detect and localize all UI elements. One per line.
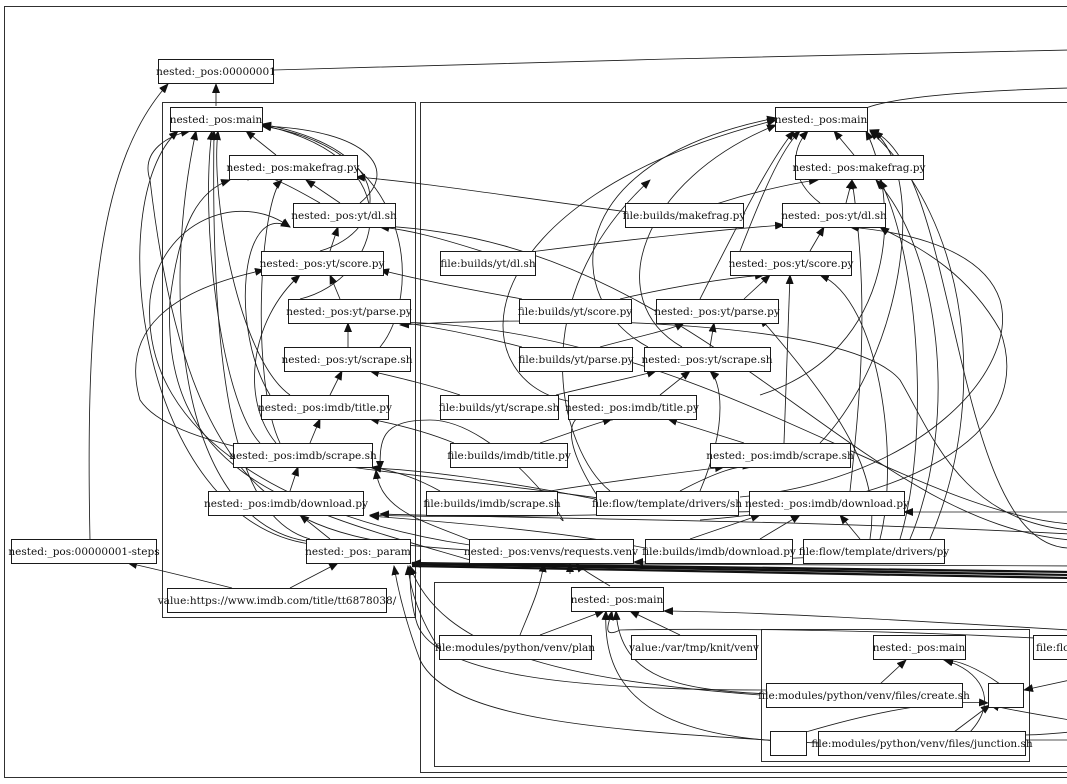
node-empty-2[interactable] <box>770 731 807 756</box>
node-file-imdb-download[interactable]: file:builds/imdb/download.py <box>642 539 796 564</box>
node-file-makefrag[interactable]: file:builds/makefrag.py <box>623 203 746 228</box>
node-left-main[interactable]: nested:_pos:main <box>170 107 263 132</box>
cluster-venv <box>434 582 1067 767</box>
outer-frame <box>4 6 1067 778</box>
node-label: nested:_pos:main <box>170 114 263 126</box>
node-label: nested:_pos:yt/score.py <box>729 258 854 270</box>
node-left-imdb-scrape[interactable]: nested:_pos:imdb/scrape.sh <box>229 443 377 468</box>
node-label: nested:_pos:main <box>571 594 664 606</box>
node-param[interactable]: nested:_pos:_param <box>305 539 411 564</box>
node-right-main[interactable]: nested:_pos:main <box>775 107 868 132</box>
node-top-root[interactable]: nested:_pos:00000001 <box>156 59 276 84</box>
node-label: nested:_pos:yt/dl.sh <box>291 210 397 222</box>
node-label: file:builds/yt/dl.sh <box>440 258 535 270</box>
node-right-yt-dl[interactable]: nested:_pos:yt/dl.sh <box>781 203 887 228</box>
cluster-venv-inner <box>761 629 1030 762</box>
node-right-imdb-title[interactable]: nested:_pos:imdb/title.py <box>565 395 699 420</box>
node-label: nested:_pos:main <box>775 114 868 126</box>
node-file-yt-dl[interactable]: file:builds/yt/dl.sh <box>440 251 536 276</box>
node-right-imdb-download[interactable]: nested:_pos:imdb/download.py <box>745 491 909 516</box>
node-left-yt-scrape[interactable]: nested:_pos:yt/scrape.sh <box>282 347 413 372</box>
node-file-create[interactable]: file:modules/python/venv/files/create.sh <box>758 683 970 708</box>
node-file-yt-scrape[interactable]: file:builds/yt/scrape.sh <box>439 395 560 420</box>
node-left-makefrag[interactable]: nested:_pos:makefrag.py <box>227 155 360 180</box>
node-venv-main[interactable]: nested:_pos:main <box>571 587 664 612</box>
node-file-template-py[interactable]: file:flow/template/drivers/py <box>799 539 950 564</box>
node-label: nested:_pos:imdb/download.py <box>204 498 368 510</box>
node-label: nested:_pos:yt/parse.py <box>286 306 412 318</box>
node-right-imdb-scrape[interactable]: nested:_pos:imdb/scrape.sh <box>706 443 854 468</box>
node-label: value:/var/tmp/knit/venv <box>628 642 759 654</box>
node-value-url[interactable]: value:https://www.imdb.com/title/tt68780… <box>157 588 397 613</box>
node-label: nested:_pos:imdb/scrape.sh <box>229 450 377 462</box>
node-label: nested:_pos:main <box>873 642 966 654</box>
node-label: nested:_pos:imdb/title.py <box>258 402 392 414</box>
node-label: nested:_pos:imdb/scrape.sh <box>706 450 854 462</box>
node-label: nested:_pos:makefrag.py <box>793 162 926 174</box>
node-label: file:flow/template/drivers/py <box>799 546 950 558</box>
node-label: nested:_pos:imdb/title.py <box>565 402 699 414</box>
node-label: file:builds/yt/score.py <box>518 306 633 318</box>
node-label: file:builds/imdb/download.py <box>642 546 796 558</box>
node-left-yt-dl[interactable]: nested:_pos:yt/dl.sh <box>291 203 397 228</box>
node-label: file:modules/python/venv/files/create.sh <box>758 690 970 702</box>
node-label: nested:_pos:yt/scrape.sh <box>282 354 413 366</box>
node-label: file:modules/python/venv/plan <box>435 642 595 654</box>
node-left-imdb-title[interactable]: nested:_pos:imdb/title.py <box>258 395 392 420</box>
node-label: file:builds/yt/scrape.sh <box>439 402 560 414</box>
node-file-flow-cut[interactable]: file:flo <box>1033 635 1067 660</box>
node-label: file:flow/template/drivers/sh <box>592 498 742 510</box>
node-left-yt-parse[interactable]: nested:_pos:yt/parse.py <box>286 299 412 324</box>
node-file-yt-score[interactable]: file:builds/yt/score.py <box>518 299 633 324</box>
node-label: nested:_pos:00000001 <box>156 66 276 78</box>
node-label: nested:_pos:00000001-steps <box>8 546 159 558</box>
node-right-yt-parse[interactable]: nested:_pos:yt/parse.py <box>654 299 780 324</box>
node-left-yt-score[interactable]: nested:_pos:yt/score.py <box>260 251 385 276</box>
node-empty-1[interactable] <box>988 683 1024 708</box>
node-file-template-sh[interactable]: file:flow/template/drivers/sh <box>592 491 742 516</box>
node-label: file:builds/imdb/scrape.sh <box>423 498 560 510</box>
node-label: nested:_pos:yt/scrape.sh <box>642 354 773 366</box>
cluster-left <box>162 102 416 618</box>
node-label: nested:_pos:_param <box>305 546 411 558</box>
node-right-yt-score[interactable]: nested:_pos:yt/score.py <box>729 251 854 276</box>
node-label: file:builds/makefrag.py <box>623 210 746 222</box>
node-label: nested:_pos:venvs/requests.venv <box>464 546 638 558</box>
cluster-right <box>420 102 1067 773</box>
node-inner-main[interactable]: nested:_pos:main <box>873 635 966 660</box>
node-label: nested:_pos:imdb/download.py <box>745 498 909 510</box>
node-file-junction[interactable]: file:modules/python/venv/files/junction.… <box>811 731 1033 756</box>
node-venv[interactable]: nested:_pos:venvs/requests.venv <box>464 539 638 564</box>
node-label: nested:_pos:makefrag.py <box>227 162 360 174</box>
node-right-makefrag[interactable]: nested:_pos:makefrag.py <box>793 155 926 180</box>
node-label: nested:_pos:yt/parse.py <box>654 306 780 318</box>
node-steps[interactable]: nested:_pos:00000001-steps <box>8 539 160 564</box>
node-left-imdb-download[interactable]: nested:_pos:imdb/download.py <box>204 491 368 516</box>
node-label: nested:_pos:yt/dl.sh <box>781 210 887 222</box>
node-label: value:https://www.imdb.com/title/tt68780… <box>157 595 397 607</box>
node-label: file:builds/imdb/title.py <box>447 450 571 462</box>
node-label: nested:_pos:yt/score.py <box>260 258 385 270</box>
node-file-imdb-scrape[interactable]: file:builds/imdb/scrape.sh <box>423 491 561 516</box>
node-label: file:builds/yt/parse.py <box>518 354 633 366</box>
node-file-yt-parse[interactable]: file:builds/yt/parse.py <box>518 347 634 372</box>
node-right-yt-scrape[interactable]: nested:_pos:yt/scrape.sh <box>642 347 773 372</box>
node-label: file:flo <box>1036 642 1067 654</box>
node-label: file:modules/python/venv/files/junction.… <box>811 738 1033 750</box>
node-file-imdb-title[interactable]: file:builds/imdb/title.py <box>447 443 571 468</box>
node-file-plan[interactable]: file:modules/python/venv/plan <box>435 635 595 660</box>
node-value-venv[interactable]: value:/var/tmp/knit/venv <box>628 635 759 660</box>
